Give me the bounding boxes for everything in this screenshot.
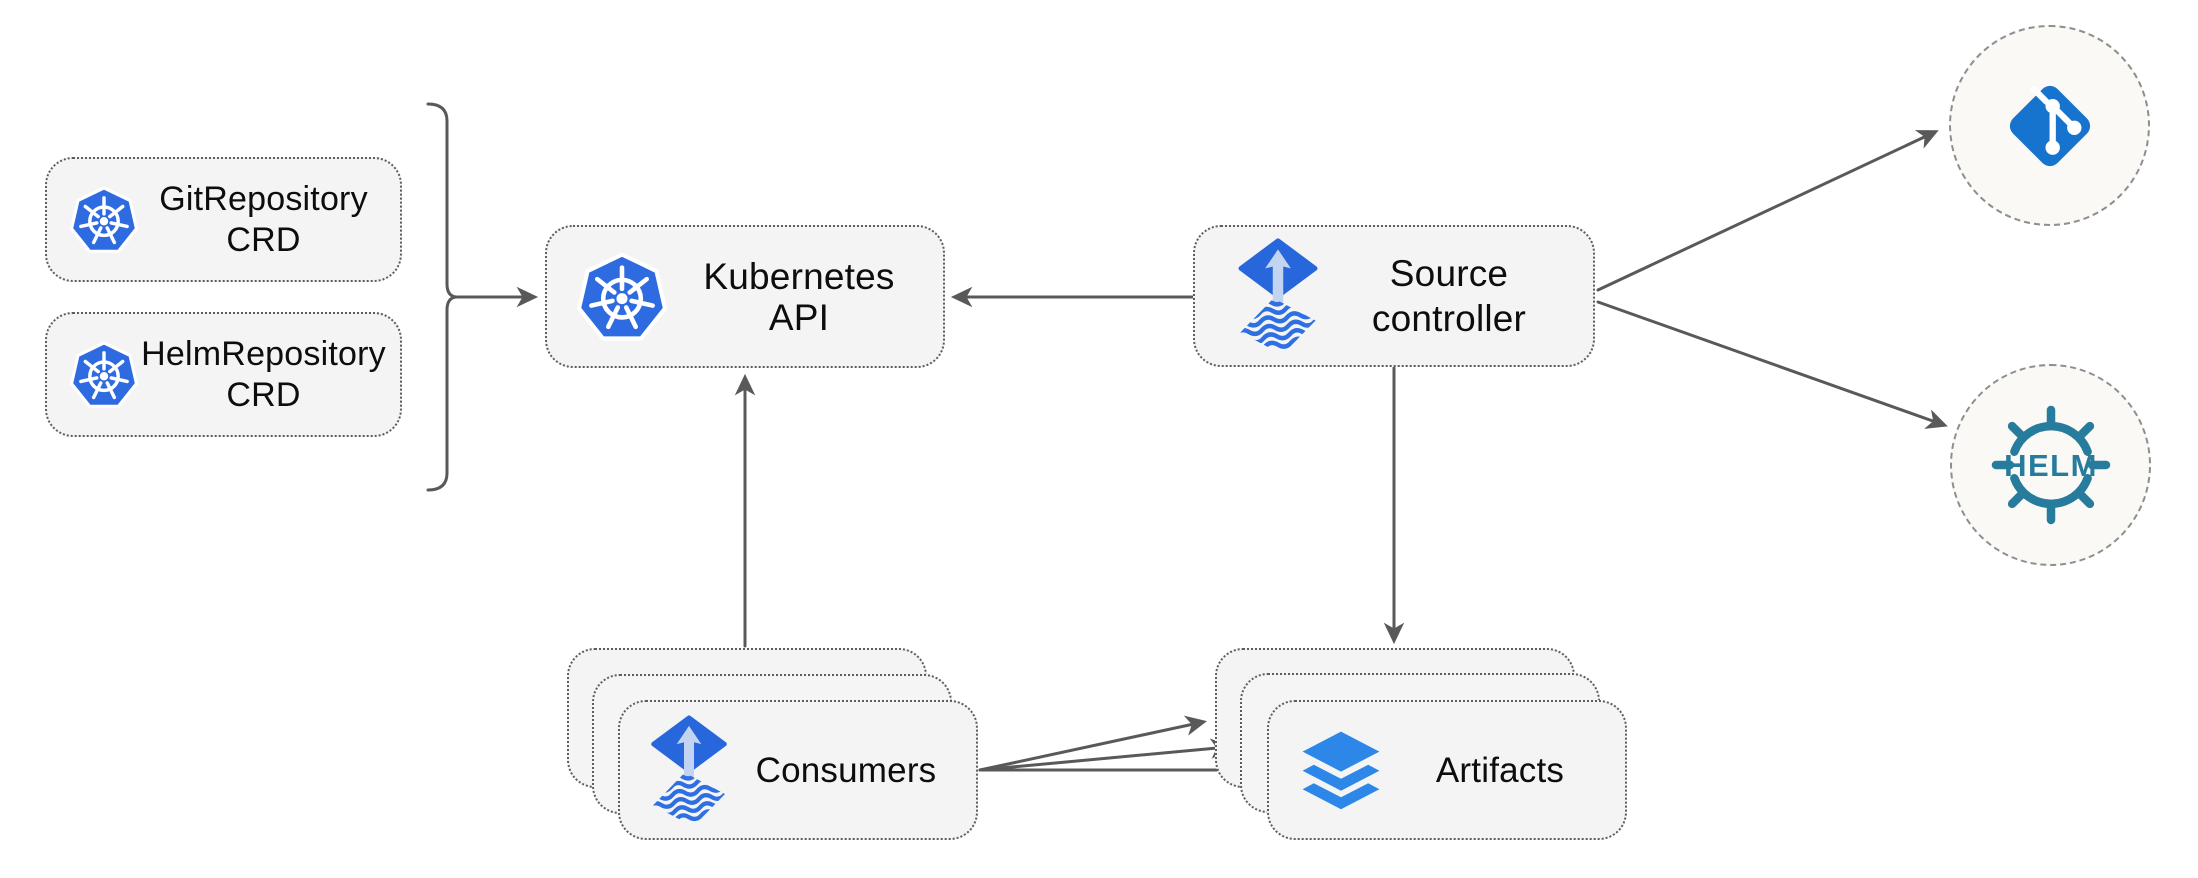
node-label: HelmRepository CRD (141, 334, 386, 416)
layers-icon (1302, 731, 1380, 810)
node-label-line2: CRD (226, 375, 301, 414)
edge-source-to-helm (1596, 300, 1948, 429)
flux-icon (648, 714, 729, 825)
helm-logo-text: HELM (2004, 448, 2098, 483)
edge-consumers-to-artifacts-back (978, 715, 1208, 772)
node-label: Source controller (1321, 251, 1577, 341)
edge-consumers-to-artifacts-middle (978, 738, 1233, 772)
kubernetes-icon (70, 340, 138, 408)
node-label: Artifacts (1435, 750, 1565, 790)
git-icon (2009, 85, 2090, 166)
node-label-line1: Source (1389, 253, 1509, 294)
node-git-repository-crd: GitRepository CRD (45, 157, 402, 282)
node-label: GitRepository CRD (141, 179, 386, 261)
crd-group-bracket (426, 102, 457, 492)
node-label-line2: controller (1371, 298, 1527, 339)
helm-icon: HELM (1991, 405, 2110, 525)
node-label: Kubernetes API (703, 255, 895, 338)
node-artifacts: Artifacts (1267, 700, 1627, 840)
node-label-line1: HelmRepository (141, 334, 386, 373)
node-label: Consumers (755, 750, 937, 790)
kubernetes-icon (577, 251, 667, 340)
node-helm-repository-crd: HelmRepository CRD (45, 312, 402, 437)
node-source-controller: Source controller (1193, 225, 1595, 367)
endpoint-helm-remote: HELM (1950, 364, 2151, 566)
flux-icon (1235, 238, 1320, 354)
edge-source-to-git (1596, 130, 1939, 292)
kubernetes-icon (70, 185, 138, 253)
node-consumers: Consumers (618, 700, 978, 840)
node-label-line1: GitRepository (159, 179, 368, 218)
node-kubernetes-api: Kubernetes API (545, 225, 945, 368)
endpoint-git-remote (1949, 25, 2150, 226)
node-label-line2: CRD (226, 220, 301, 259)
